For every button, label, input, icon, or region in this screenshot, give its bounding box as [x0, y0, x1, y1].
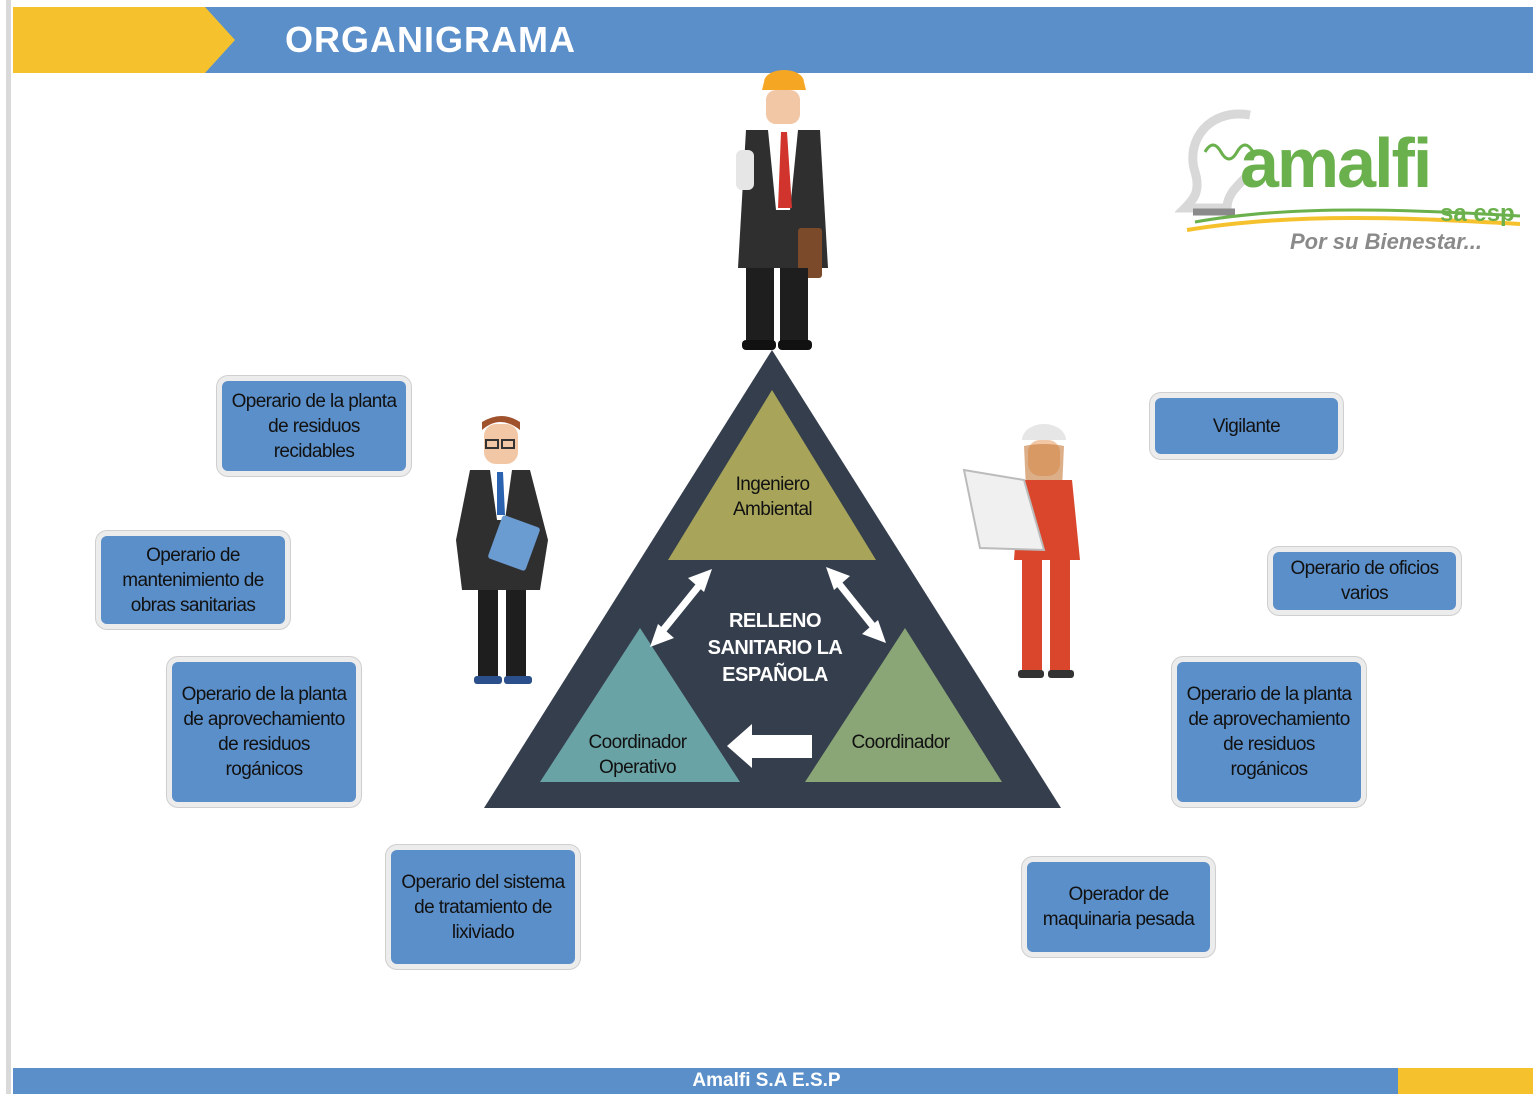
header-bar	[13, 7, 1533, 73]
businessman-glasses-icon	[456, 416, 548, 684]
left-frame-border	[6, 0, 11, 1094]
role-box-aprovechamiento-right: Operario de la planta de aprovechamiento…	[1177, 662, 1361, 802]
arrow-left-icon	[727, 724, 812, 768]
role-box-maquinaria: Operador de maquinaria pesada	[1027, 862, 1210, 952]
logo-slogan: Por su Bienestar...	[1290, 229, 1482, 254]
triangle-left-label: Coordinador Operativo	[588, 732, 688, 778]
triangle-right	[805, 628, 1002, 782]
businesswoman-engineer-icon	[962, 424, 1080, 678]
logo-wordmark: amalfi	[1240, 124, 1432, 202]
triangle-left	[540, 628, 740, 782]
role-box-oficios: Operario de oficios varios	[1273, 552, 1456, 610]
role-box-vigilante: Vigilante	[1155, 398, 1338, 454]
role-box-reciclables: Operario de la planta de residuos recida…	[222, 381, 406, 471]
role-box-aprovechamiento-left: Operario de la planta de aprovechamiento…	[172, 662, 356, 802]
lightbulb-logo-icon	[1175, 109, 1521, 232]
triangle-top-label: Ingeniero Ambiental	[732, 474, 813, 520]
logo-subtitle: sa esp	[1440, 200, 1515, 227]
role-box-lixiviado: Operario del sistema de tratamiento de l…	[391, 850, 575, 964]
footer-bar	[13, 1068, 1398, 1094]
triangle-right-label: Coordinador	[851, 732, 951, 753]
center-title: RELLENO SANITARIO LA ESPAÑOLA	[707, 610, 843, 686]
footer-accent	[1398, 1068, 1533, 1094]
businessman-engineer-icon	[736, 70, 828, 350]
header-arrow-accent	[13, 7, 235, 73]
double-arrow-right-icon	[826, 567, 886, 643]
page-title: ORGANIGRAMA	[285, 19, 576, 60]
triangle-top	[668, 390, 876, 560]
role-box-mantenimiento: Operario de mantenimiento de obras sanit…	[101, 536, 285, 624]
double-arrow-left-icon	[650, 569, 712, 647]
